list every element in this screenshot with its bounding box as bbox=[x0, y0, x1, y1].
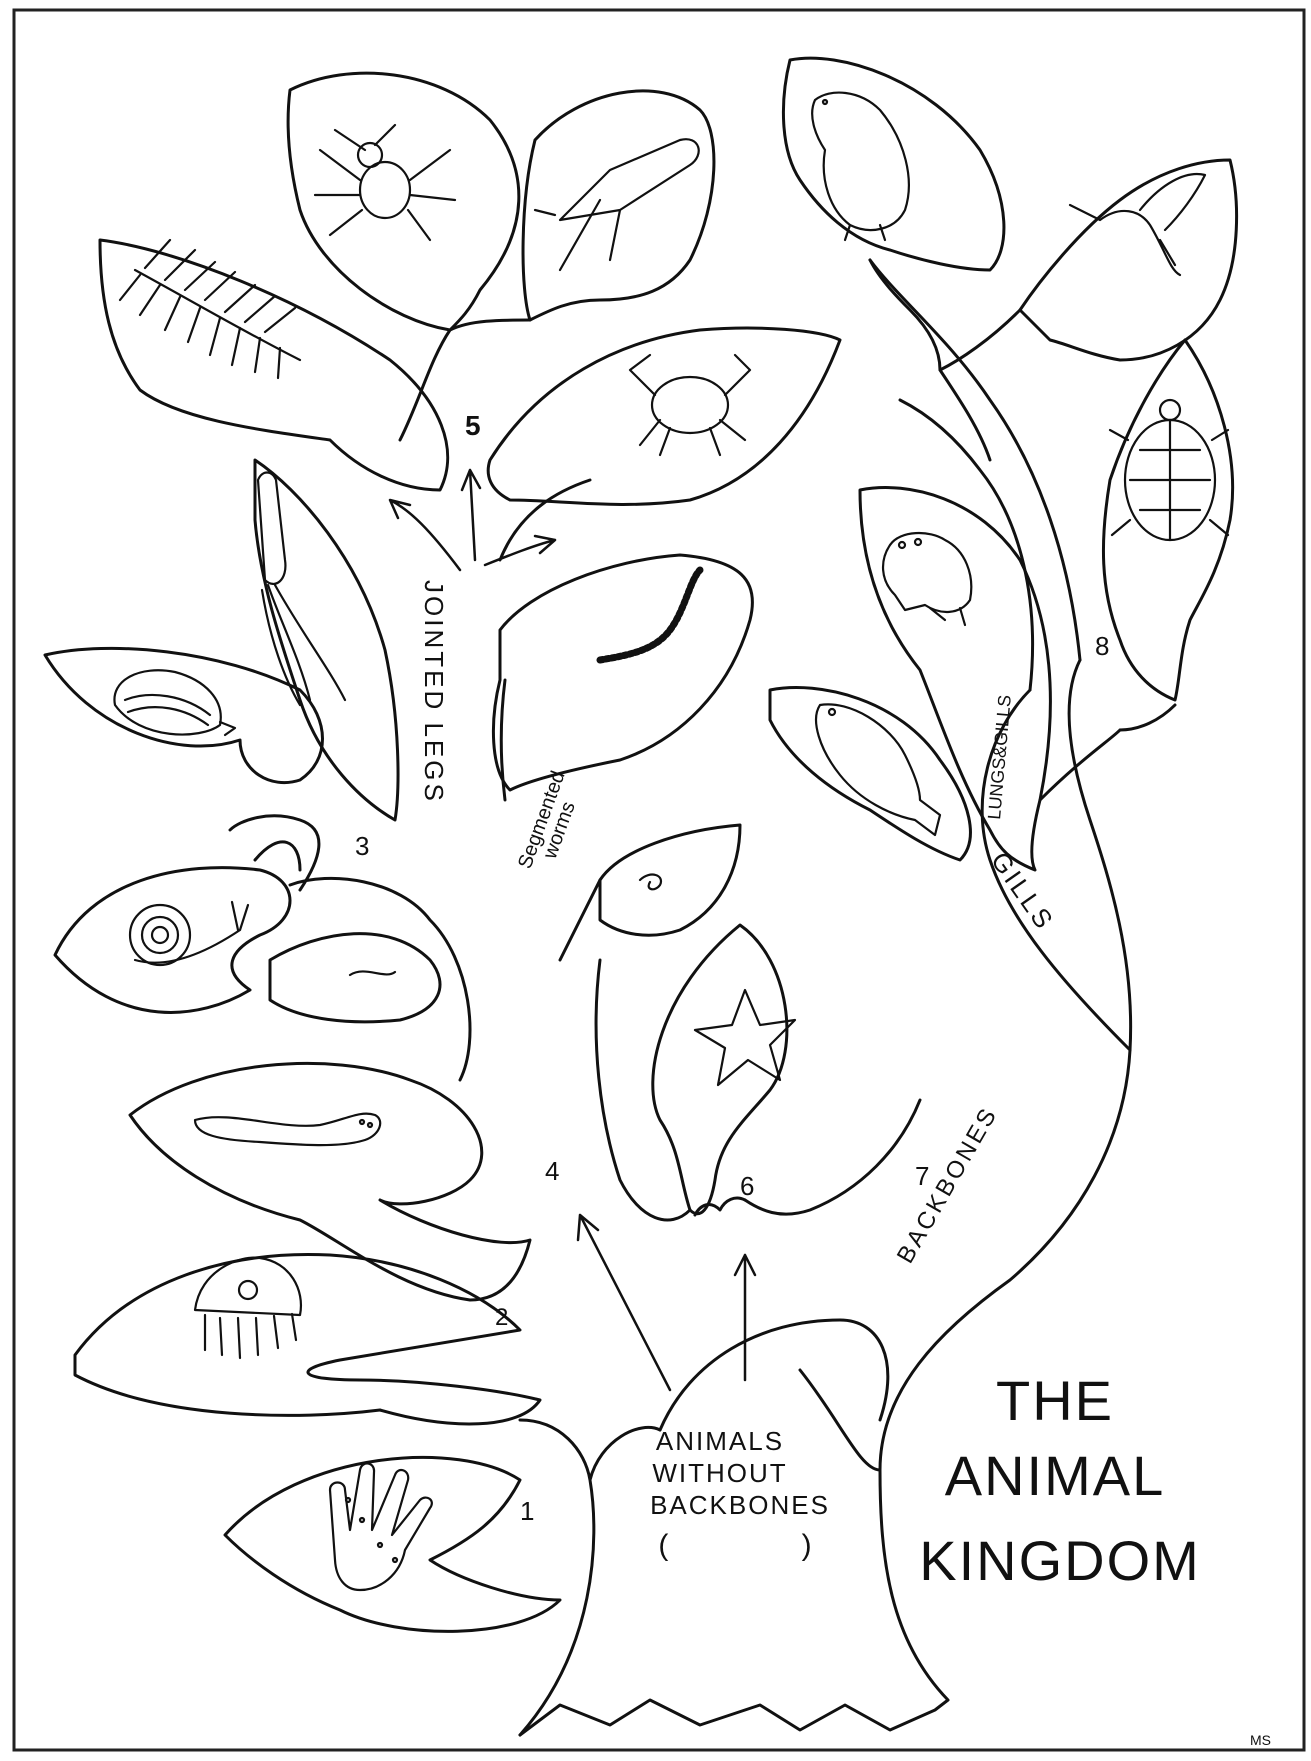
roundworm-branch bbox=[290, 878, 470, 1080]
roundworm-leaf bbox=[270, 934, 440, 1022]
leech-leaf bbox=[600, 825, 740, 935]
turtle-leaf bbox=[1103, 340, 1232, 700]
spider-leaf bbox=[288, 73, 519, 330]
trunk-label-line3: BACKBONES bbox=[650, 1490, 830, 1520]
jellyfish-leaf bbox=[75, 1254, 540, 1423]
number-6: 6 bbox=[740, 1171, 754, 1201]
number-5: 5 bbox=[465, 410, 481, 441]
earthworm-branch bbox=[501, 680, 505, 800]
upper-right-branch bbox=[870, 260, 1080, 660]
centipede-leaf bbox=[100, 240, 448, 490]
centipede-drawing bbox=[120, 240, 300, 378]
starfish-leaf bbox=[653, 925, 787, 1214]
arrow-jointed-up bbox=[462, 470, 480, 560]
trunk-label-blank: ( ) bbox=[658, 1529, 811, 1562]
echinoderm-branch bbox=[596, 960, 920, 1220]
arrow-to-4 bbox=[578, 1215, 670, 1390]
crab-drawing bbox=[630, 355, 750, 455]
bird-leaf bbox=[1020, 160, 1237, 360]
title-line3: KINGDOM bbox=[919, 1529, 1201, 1592]
title-line2: ANIMAL bbox=[945, 1444, 1166, 1507]
snail-branch bbox=[230, 816, 319, 890]
bird-branch bbox=[940, 310, 1020, 370]
leech-branch bbox=[560, 880, 600, 960]
fish-leaf bbox=[770, 688, 970, 860]
initials: MS bbox=[1250, 1732, 1271, 1748]
title-line1: THE bbox=[996, 1369, 1114, 1432]
mammal-drawing bbox=[812, 93, 909, 240]
label-jointed-legs: JOINTED LEGS bbox=[419, 580, 449, 804]
number-1: 1 bbox=[520, 1496, 534, 1526]
grasshopper-leaf bbox=[523, 91, 714, 320]
label-lungs-gills: LUNGS&GILLS bbox=[984, 694, 1015, 820]
frog-drawing bbox=[883, 533, 971, 625]
spider-drawing bbox=[315, 125, 455, 240]
turtle-branch bbox=[1040, 705, 1175, 800]
mammal-leaf bbox=[783, 58, 1004, 270]
jellyfish-drawing bbox=[195, 1258, 301, 1358]
clam-leaf bbox=[45, 648, 323, 782]
flatworm-leaf bbox=[130, 1063, 530, 1300]
trunk-left-edge bbox=[520, 1420, 660, 1735]
roundworm-drawing bbox=[350, 971, 395, 975]
turtle-drawing bbox=[1110, 400, 1228, 540]
snail-leaf bbox=[55, 868, 290, 1013]
flatworm-drawing bbox=[195, 1114, 380, 1145]
main-left-branch bbox=[660, 1320, 888, 1430]
earthworm-leaf bbox=[493, 555, 752, 790]
number-4: 4 bbox=[545, 1156, 559, 1186]
crab-leaf bbox=[488, 328, 840, 504]
number-3: 3 bbox=[355, 831, 369, 861]
leech-drawing bbox=[640, 875, 661, 890]
trunk-label-line2: WITHOUT bbox=[652, 1458, 787, 1488]
number-8: 8 bbox=[1095, 631, 1109, 661]
sponge-drawing bbox=[330, 1463, 432, 1590]
arrow-to-6 bbox=[735, 1255, 755, 1380]
earthworm-drawing bbox=[600, 570, 700, 660]
number-7: 7 bbox=[915, 1161, 929, 1191]
squid-drawing bbox=[258, 473, 345, 706]
arrow-jointed-left bbox=[390, 500, 460, 570]
trunk-label-line1: ANIMALS bbox=[656, 1426, 784, 1456]
mammal-branch bbox=[870, 260, 990, 460]
number-2: 2 bbox=[495, 1304, 508, 1331]
squid-leaf bbox=[255, 460, 398, 820]
arrow-jointed-right bbox=[485, 536, 555, 565]
clam-drawing bbox=[114, 670, 235, 735]
grasshopper-drawing bbox=[535, 139, 699, 270]
snail-drawing bbox=[130, 902, 248, 965]
